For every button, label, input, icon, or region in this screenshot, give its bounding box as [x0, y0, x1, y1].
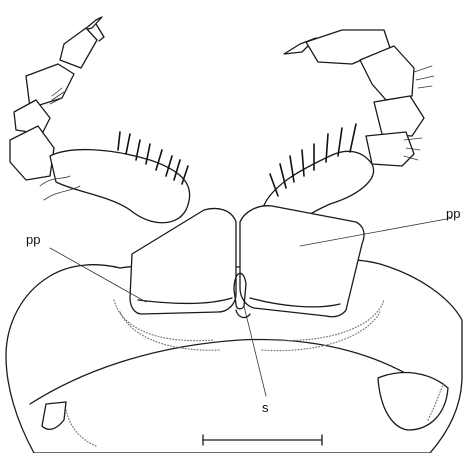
left-coxal-plate: [130, 209, 236, 315]
right-appendage: [261, 30, 434, 234]
label-pp-right: pp: [446, 206, 460, 221]
label-s: s: [262, 400, 269, 415]
left-appendage: [10, 17, 190, 223]
label-pp-left: pp: [26, 232, 40, 247]
right-coxal-plate: [240, 206, 364, 317]
